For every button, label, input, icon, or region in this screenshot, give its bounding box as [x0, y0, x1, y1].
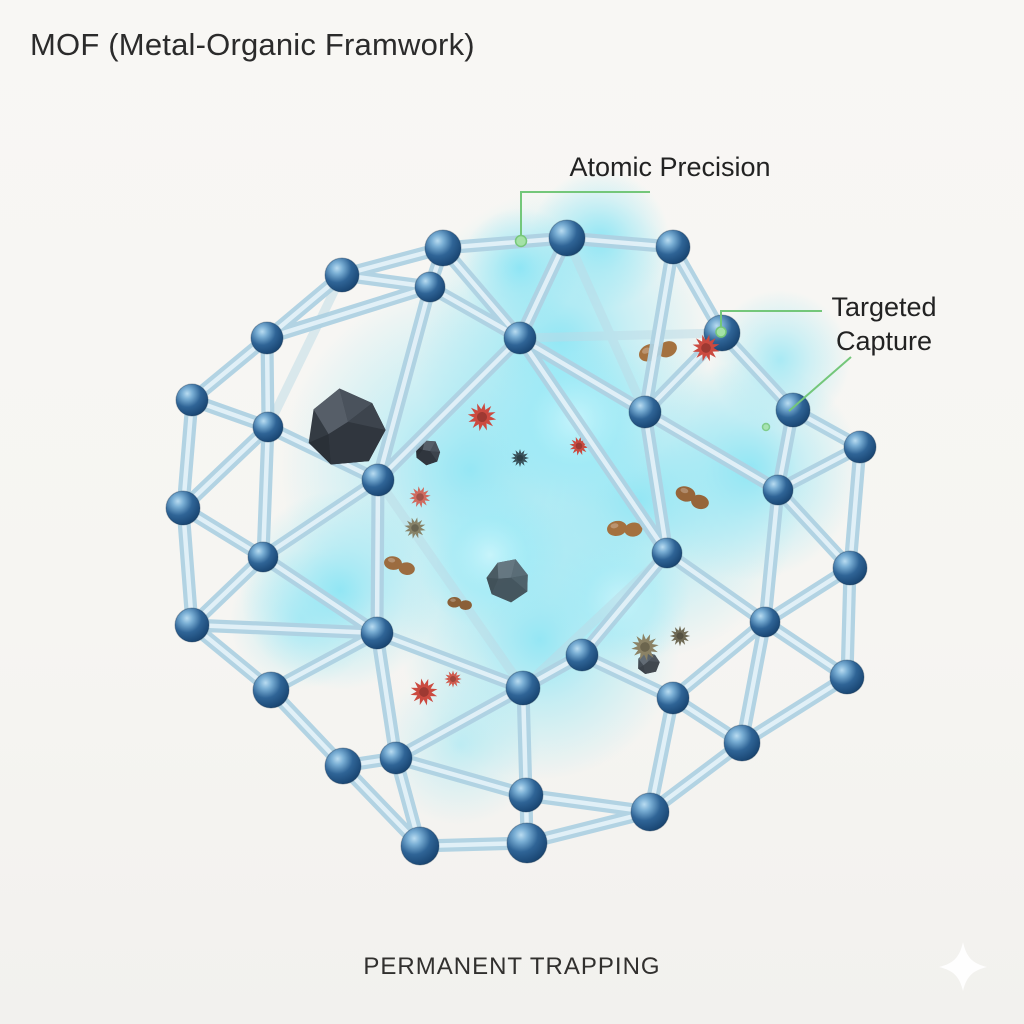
leader-dot-icon: [761, 422, 771, 432]
metal-node: [843, 430, 877, 464]
metal-node: [505, 670, 541, 706]
metal-node: [506, 822, 548, 864]
metal-node: [424, 229, 462, 267]
metal-node: [165, 490, 201, 526]
metal-node: [252, 411, 284, 443]
metal-node: [360, 616, 394, 650]
metal-node: [252, 671, 290, 709]
metal-node: [548, 219, 586, 257]
metal-node: [630, 792, 670, 832]
metal-node: [503, 321, 537, 355]
metal-node: [175, 383, 209, 417]
leader-dot-icon: [715, 326, 727, 338]
leader-line: [720, 310, 822, 327]
metal-node: [379, 741, 413, 775]
leader-dot-icon: [514, 234, 528, 248]
metal-node: [832, 550, 868, 586]
cage-struts: [176, 231, 867, 853]
metal-node: [400, 826, 440, 866]
strut-highlights: [180, 235, 863, 849]
metal-node: [250, 321, 284, 355]
metal-node: [628, 395, 662, 429]
metal-node: [762, 474, 794, 506]
metal-node: [247, 541, 279, 573]
metal-nodes: [165, 219, 877, 866]
leader-targeted-capture-2: [761, 356, 852, 432]
caption-permanent-trapping: PERMANENT TRAPPING: [363, 953, 661, 980]
label-atomic-precision: Atomic Precision: [569, 152, 771, 182]
leader-targeted-capture-1: [715, 310, 822, 338]
metal-node: [324, 747, 362, 785]
leader-line: [788, 356, 852, 412]
metal-node: [651, 537, 683, 569]
metal-node: [414, 271, 446, 303]
metal-node: [829, 659, 865, 695]
metal-node: [361, 463, 395, 497]
metal-node: [565, 638, 599, 672]
metal-node: [324, 257, 360, 293]
leader-lines: [514, 191, 852, 432]
page-title: MOF (Metal-Organic Framwork): [30, 27, 475, 62]
leader-atomic-precision: [514, 191, 650, 248]
metal-node: [508, 777, 544, 813]
metal-node: [174, 607, 210, 643]
metal-node: [775, 392, 811, 428]
leader-line: [520, 191, 650, 236]
metal-node: [656, 681, 690, 715]
metal-node: [749, 606, 781, 638]
sparkle-icon: [939, 942, 987, 991]
metal-node: [655, 229, 691, 265]
metal-node: [723, 724, 761, 762]
label-targeted-capture: Targeted Capture: [831, 292, 937, 356]
